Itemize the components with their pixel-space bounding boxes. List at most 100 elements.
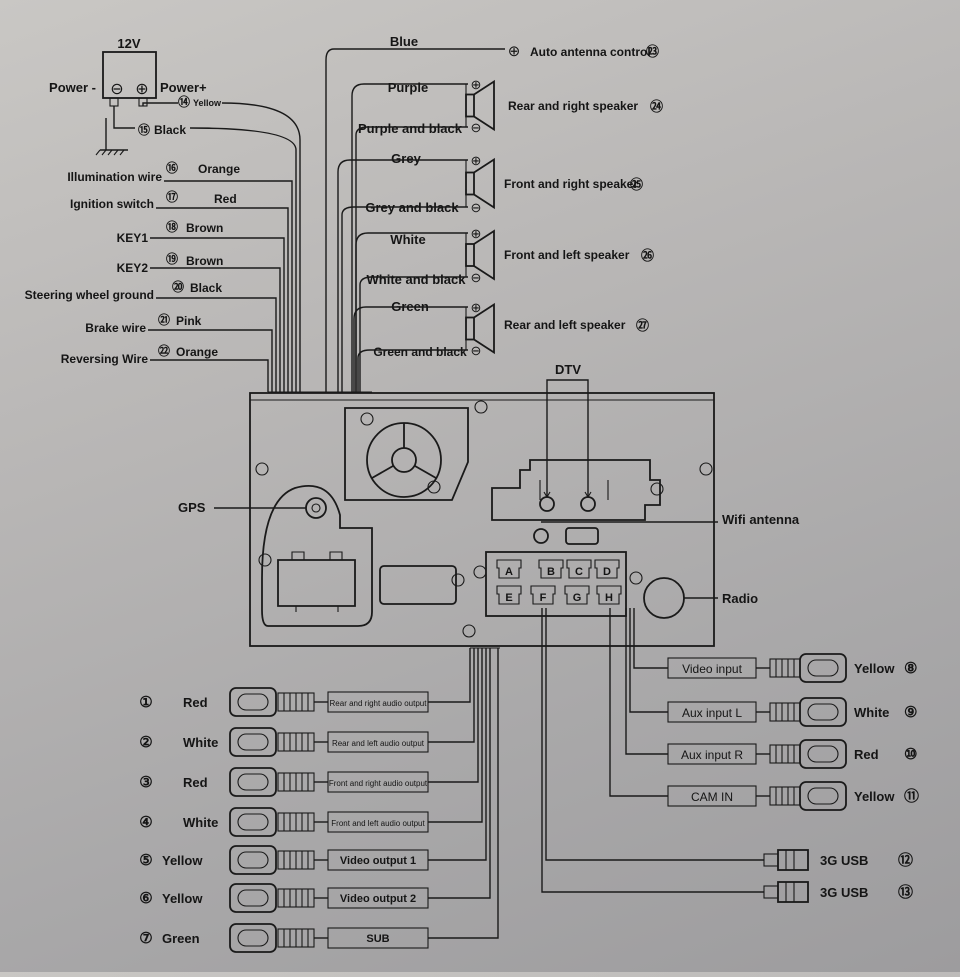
antenna-num: ㉓: [646, 44, 659, 59]
plus-terminal-icon: ⊕: [135, 81, 148, 98]
output-7-label: SUB: [366, 933, 389, 945]
usb-1-label: 3G USB: [820, 853, 868, 868]
input-1-color: Yellow: [854, 661, 895, 676]
radio-label: Radio: [722, 591, 758, 606]
antenna-label: Auto antenna control: [530, 45, 651, 59]
input-4-label: CAM IN: [691, 790, 733, 804]
wire-16-num: ⑯: [166, 160, 178, 175]
wire-19-num: ⑲: [166, 251, 178, 266]
illumination-wire-label: Illumination wire: [67, 170, 162, 184]
connector-b-shape: [538, 559, 564, 579]
wire-17-num: ⑰: [166, 189, 178, 204]
output-7-rca-icon: [229, 923, 277, 953]
left-signal-wires: Illumination wire ⑯ Orange Ignition swit…: [25, 160, 293, 392]
speaker-fl-minus-color: White and black: [367, 272, 467, 287]
speaker-1-minus-icon: ⊖: [471, 120, 482, 135]
speaker-2-minus-icon: ⊖: [471, 200, 482, 215]
input-4-num: ⑪: [904, 787, 919, 805]
dtv-label: DTV: [555, 362, 581, 377]
wire-20-color: Black: [190, 281, 222, 295]
output-3-color: Red: [183, 775, 208, 790]
output-2-rca-icon: [229, 727, 277, 757]
speaker-3-icon: [465, 243, 475, 267]
output-3-rca-icon: [229, 767, 277, 797]
wire-21-color: Pink: [176, 314, 202, 328]
output-6-color: Yellow: [162, 891, 203, 906]
connector-e-shape: [496, 585, 522, 605]
speaker-fl-plus-color: White: [390, 232, 425, 247]
power-connector: 12V ⊖ ⊕ Power - Power+ ⑭ Yellow ⑮ Black: [49, 36, 301, 392]
output-4-num: ④: [139, 814, 152, 831]
connector-d-label: D: [603, 566, 611, 578]
wire-20-num: ⑳: [172, 279, 184, 294]
output-5-label: Video output 1: [340, 855, 416, 867]
minus-terminal-icon: ⊖: [110, 81, 123, 98]
connector-h-label: H: [605, 592, 613, 604]
connector-d-shape: [594, 559, 620, 579]
key1-label: KEY1: [117, 231, 149, 245]
output-1-num: ①: [139, 694, 152, 711]
ignition-switch-label: Ignition switch: [70, 197, 154, 211]
speaker-fl-label: Front and left speaker: [504, 248, 630, 262]
speaker-fl-num: ㉖: [641, 248, 654, 263]
connector-g-label: G: [573, 592, 582, 604]
usb-1-connector-icon: [777, 849, 809, 871]
output-7-num: ⑦: [139, 930, 152, 947]
input-4-rca-icon: [799, 781, 847, 811]
connector-f-shape: [530, 585, 556, 605]
gps-label: GPS: [178, 500, 206, 515]
wire-18-num: ⑱: [166, 219, 178, 234]
output-6-label: Video output 2: [340, 893, 416, 905]
wire-19-color: Brown: [186, 254, 223, 268]
output-3-num: ③: [139, 774, 152, 791]
output-4-label: Front and left audio output: [331, 819, 425, 828]
speaker-3-minus-icon: ⊖: [471, 270, 482, 285]
wire-21-num: ㉑: [158, 312, 170, 327]
wire-14-num: ⑭: [178, 94, 190, 109]
steering-wheel-ground-label: Steering wheel ground: [25, 288, 154, 302]
speaker-1-plus-icon: ⊕: [471, 77, 482, 92]
input-1-num: ⑧: [904, 660, 917, 677]
speaker-rr-label: Rear and right speaker: [508, 99, 638, 113]
connector-e-label: E: [505, 592, 512, 604]
input-1-rca-icon: [799, 653, 847, 683]
connector-a-label: A: [505, 566, 513, 578]
wire-14-color: Yellow: [193, 98, 222, 108]
output-6-num: ⑥: [139, 890, 152, 907]
speaker-4-plus-icon: ⊕: [471, 300, 482, 315]
input-3-rca-icon: [799, 739, 847, 769]
speaker-4-icon: [465, 316, 475, 341]
input-3-num: ⑩: [904, 746, 917, 763]
speaker-rl-minus-color: Green and black: [373, 345, 467, 359]
usb-2-connector-icon: [777, 881, 809, 903]
wire-17-color: Red: [214, 192, 237, 206]
usb-1-num: ⑫: [898, 851, 913, 869]
output-2-label: Rear and left audio output: [332, 739, 425, 748]
speaker-rr-plus-color: Purple: [388, 80, 428, 95]
input-2-rca-icon: [799, 697, 847, 727]
wire-15-color: Black: [154, 123, 186, 137]
speaker-3-plus-icon: ⊕: [471, 226, 482, 241]
speaker-2-plus-icon: ⊕: [471, 153, 482, 168]
speaker-fr-plus-color: Grey: [391, 151, 421, 166]
input-1-label: Video input: [682, 662, 742, 676]
power-minus-label: Power -: [49, 80, 96, 95]
brake-wire-label: Brake wire: [85, 321, 146, 335]
power-voltage-label: 12V: [117, 36, 140, 51]
gps-socket: [305, 497, 327, 519]
speaker-fr-num: ㉕: [630, 177, 643, 192]
speaker-rr-num: ㉔: [650, 99, 663, 114]
output-5-num: ⑤: [139, 852, 152, 869]
wifi-antenna-label: Wifi antenna: [722, 512, 800, 527]
connector-g-shape: [564, 585, 590, 605]
output-1-color: Red: [183, 695, 208, 710]
wire-18-color: Brown: [186, 221, 223, 235]
speaker-1-icon: [465, 93, 475, 118]
wire-22-color: Orange: [176, 345, 218, 359]
speaker-4-minus-icon: ⊖: [471, 343, 482, 358]
output-3-label: Front and right audio output: [329, 779, 428, 788]
wire-22-num: ㉒: [158, 343, 170, 358]
speaker-rl-num: ㉗: [636, 318, 649, 333]
input-2-label: Aux input L: [682, 706, 742, 720]
